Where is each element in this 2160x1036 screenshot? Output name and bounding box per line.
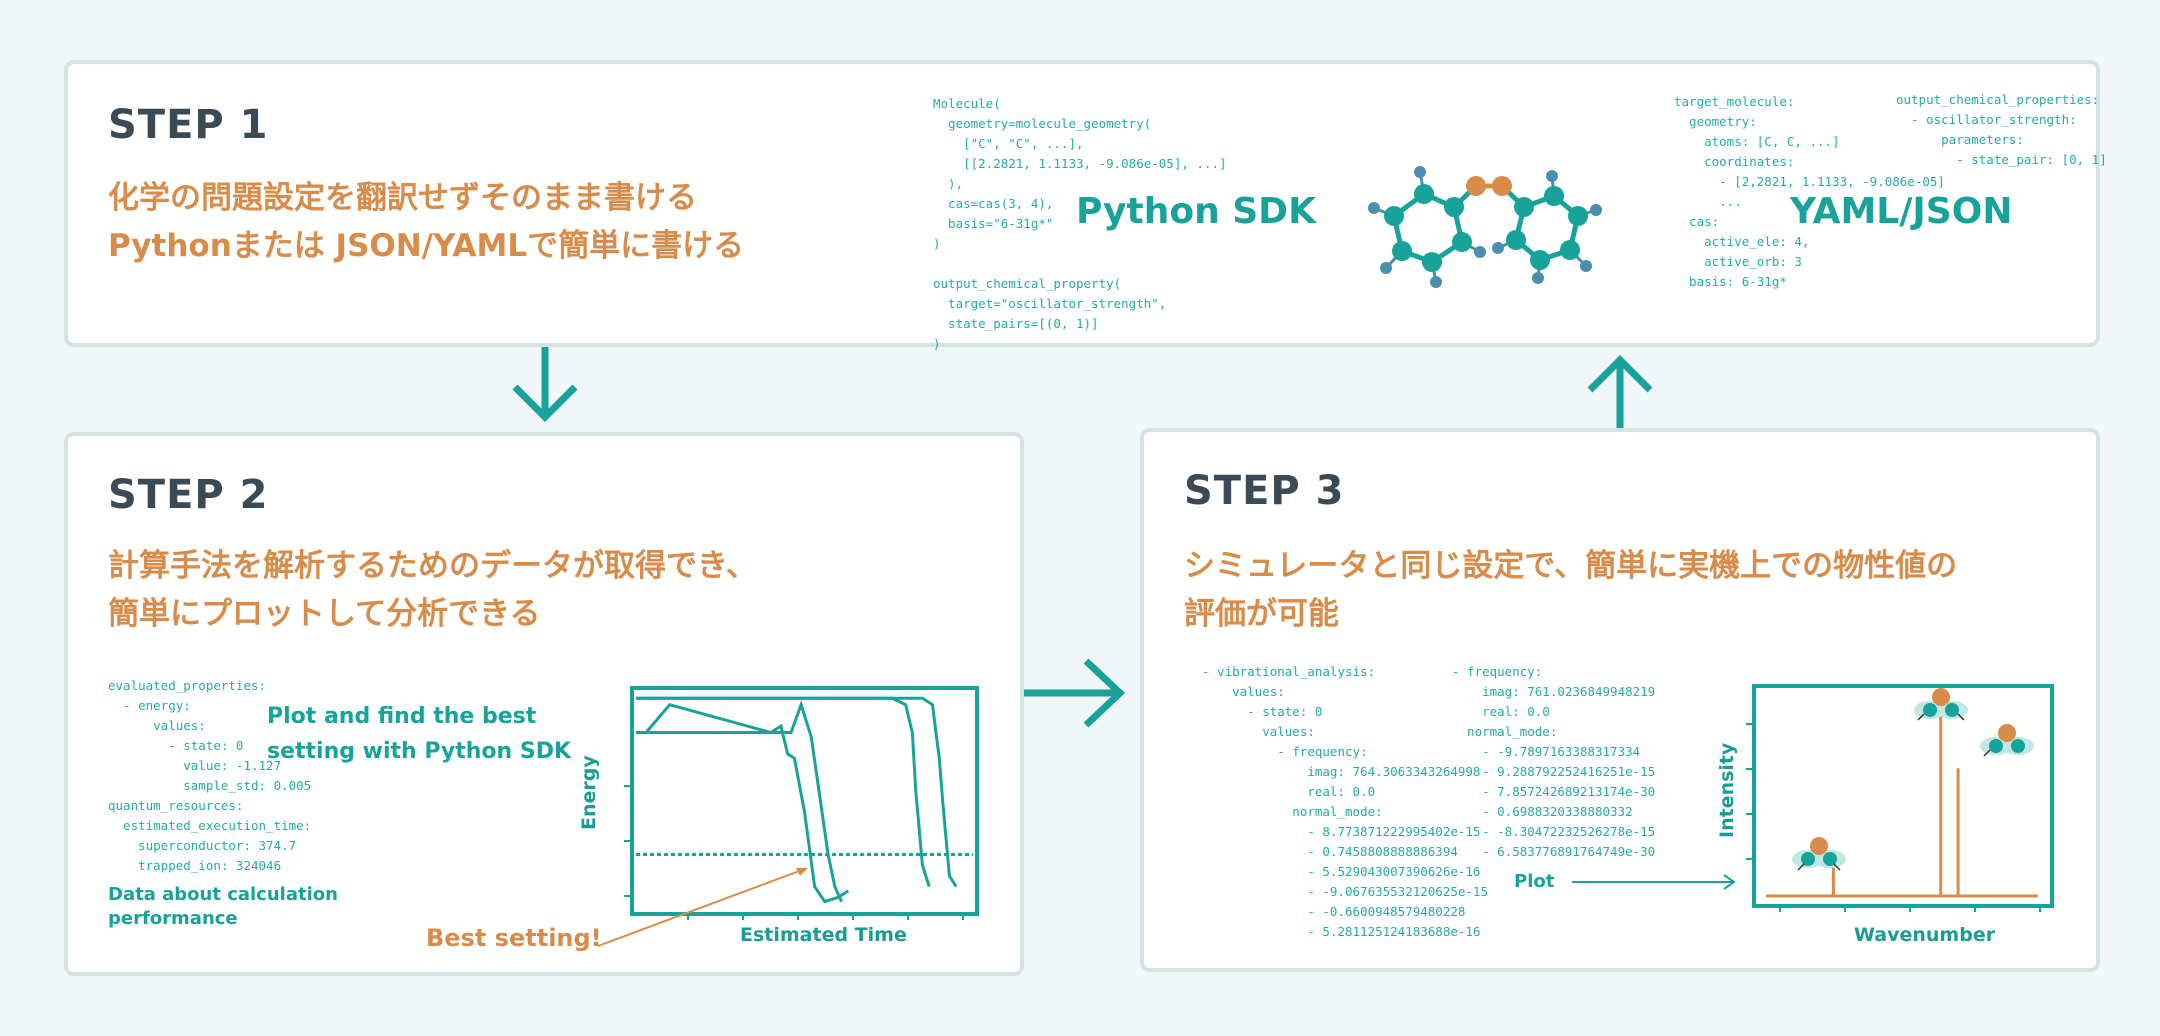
wavenumber-axis-label: Wavenumber xyxy=(1854,924,1996,946)
energy-series-line-2 xyxy=(636,696,958,888)
step1-title: STEP 1 xyxy=(108,102,269,148)
best-setting-label: Best setting! xyxy=(426,924,602,952)
plot-find-label-line1: Plot and find the best xyxy=(267,704,537,729)
plot-arrow xyxy=(1572,874,1736,890)
plot-find-label-line2: setting with Python SDK xyxy=(267,739,572,764)
step2-panel: STEP 2 計算手法を解析するためのデータが取得でき、 簡単にプロットして分析… xyxy=(64,432,1024,976)
step3-panel: STEP 3 シミュレータと同じ設定で、簡単に実機上での物性値の 評価が可能 -… xyxy=(1140,428,2100,972)
yaml-code-snippet-right: output_chemical_properties: - oscillator… xyxy=(1896,92,2107,167)
intensity-axis-label: Intensity xyxy=(1716,742,1738,838)
step2-heading-line1: 計算手法を解析するためのデータが取得でき、 xyxy=(108,548,757,584)
arrow-step1-to-step2 xyxy=(512,347,578,422)
energy-series-line-3 xyxy=(636,696,931,888)
best-setting-pointer xyxy=(597,868,808,947)
vibration-molecule-icon-3 xyxy=(1980,724,2034,757)
intensity-chart xyxy=(1746,684,2054,912)
yaml-code-snippet-left: target_molecule: geometry: atoms: [C, C,… xyxy=(1674,94,1945,289)
time-axis-label: Estimated Time xyxy=(740,924,907,946)
step3-code-snippet-right: - frequency: imag: 761.0236849948219 rea… xyxy=(1452,664,1656,859)
molecule-icon xyxy=(1368,166,1602,288)
python-code-snippet: Molecule( geometry=molecule_geometry( ["… xyxy=(933,96,1227,351)
data-about-label-line2: performance xyxy=(108,908,238,929)
intensity-chart-frame xyxy=(1752,684,2054,908)
energy-series-line-4 xyxy=(636,700,843,903)
step3-code-snippet-left: - vibrational_analysis: values: - state:… xyxy=(1202,664,1488,939)
energy-chart-frame xyxy=(630,686,979,916)
step3-title: STEP 3 xyxy=(1184,468,1345,514)
energy-axis-label: Energy xyxy=(578,755,600,830)
step3-heading-line1: シミュレータと同じ設定で、簡単に実機上での物性値の xyxy=(1184,548,1958,584)
step3-heading-line2: 評価が可能 xyxy=(1184,596,1339,632)
vibration-molecule-icon-2 xyxy=(1914,688,1968,721)
energy-chart xyxy=(624,686,979,920)
step2-title: STEP 2 xyxy=(108,472,269,518)
step1-heading-line1: 化学の問題設定を翻訳せずそのまま書ける xyxy=(108,180,697,216)
step1-heading-line2: Pythonまたは JSON/YAMLで簡単に書ける xyxy=(108,228,745,264)
python-sdk-label: Python SDK xyxy=(1076,191,1316,232)
yaml-json-label: YAML/JSON xyxy=(1790,191,2013,232)
arrow-step2-to-step3 xyxy=(1022,658,1126,728)
vibration-molecule-icon-1 xyxy=(1792,837,1846,871)
step1-panel: STEP 1 化学の問題設定を翻訳せずそのまま書ける Pythonまたは JSO… xyxy=(64,60,2107,351)
step2-heading-line2: 簡単にプロットして分析できる xyxy=(108,596,541,632)
data-about-label-line1: Data about calculation xyxy=(108,884,338,905)
arrow-step3-to-step1 xyxy=(1587,355,1653,430)
step2-code-snippet: evaluated_properties: - energy: values: … xyxy=(108,678,312,873)
plot-label: Plot xyxy=(1514,871,1555,892)
